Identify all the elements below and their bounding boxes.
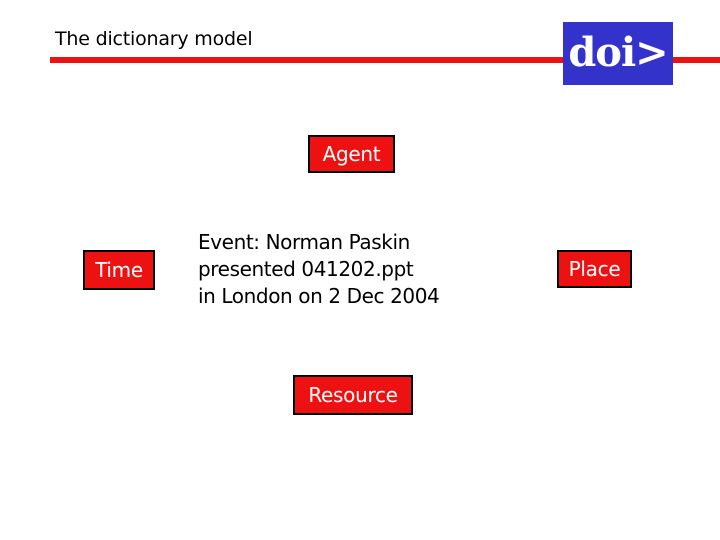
- entity-label-time: Time: [95, 258, 143, 282]
- entity-box-agent: Agent: [308, 135, 395, 173]
- slide-title: The dictionary model: [55, 28, 253, 50]
- entity-box-place: Place: [557, 250, 632, 288]
- entity-label-place: Place: [568, 257, 621, 281]
- doi-logo: doi>: [563, 22, 673, 85]
- event-description: Event: Norman Paskin presented 041202.pp…: [198, 229, 440, 310]
- entity-label-agent: Agent: [322, 142, 381, 166]
- event-description-line-2: presented 041202.ppt: [198, 257, 414, 281]
- event-description-line-1: Event: Norman Paskin: [198, 230, 410, 254]
- title-underline-rule: [50, 57, 720, 63]
- entity-box-resource: Resource: [293, 375, 413, 415]
- doi-logo-text: doi>: [568, 28, 668, 76]
- entity-label-resource: Resource: [308, 383, 398, 407]
- entity-box-time: Time: [83, 250, 155, 290]
- event-description-line-3: in London on 2 Dec 2004: [198, 284, 440, 308]
